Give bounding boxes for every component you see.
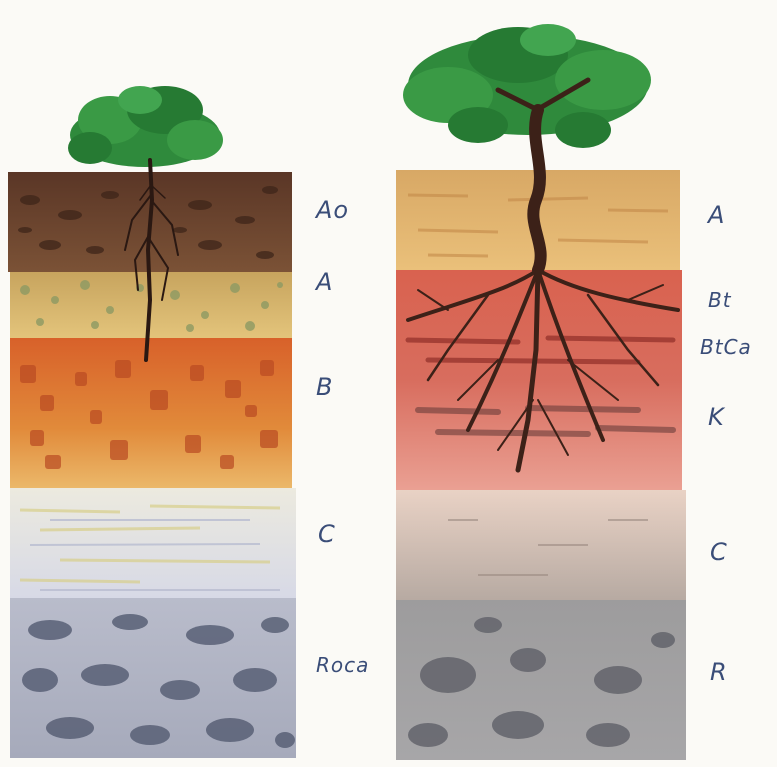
horizon-c-layer-right [396,490,686,600]
horizon-label-b: B [316,375,333,399]
soil-profile-right: A Bt BtCa K C R [388,0,688,767]
soil-profile-left: Ao A B C Roca [0,0,300,767]
horizon-roca-layer [10,598,296,758]
horizon-b-layer [10,338,292,488]
horizon-label-k: K [708,405,725,429]
horizon-label-roca: Roca [316,655,369,675]
small-tree-foliage [68,86,223,167]
horizon-label-a: A [316,270,333,294]
horizon-label-ao: Ao [316,198,349,222]
soil-profile-right-illustration [388,0,688,767]
horizon-r-layer [396,600,686,760]
horizon-label-a-right: A [708,203,725,227]
horizon-label-bt: Bt [708,290,732,310]
horizon-label-r: R [710,660,728,684]
horizon-c-layer [10,488,296,598]
soil-profile-left-illustration [0,0,300,767]
horizon-label-btca: BtCa [700,337,752,357]
horizon-label-c: C [318,522,336,546]
large-tree-foliage [403,24,651,148]
horizon-label-c-right: C [710,540,728,564]
